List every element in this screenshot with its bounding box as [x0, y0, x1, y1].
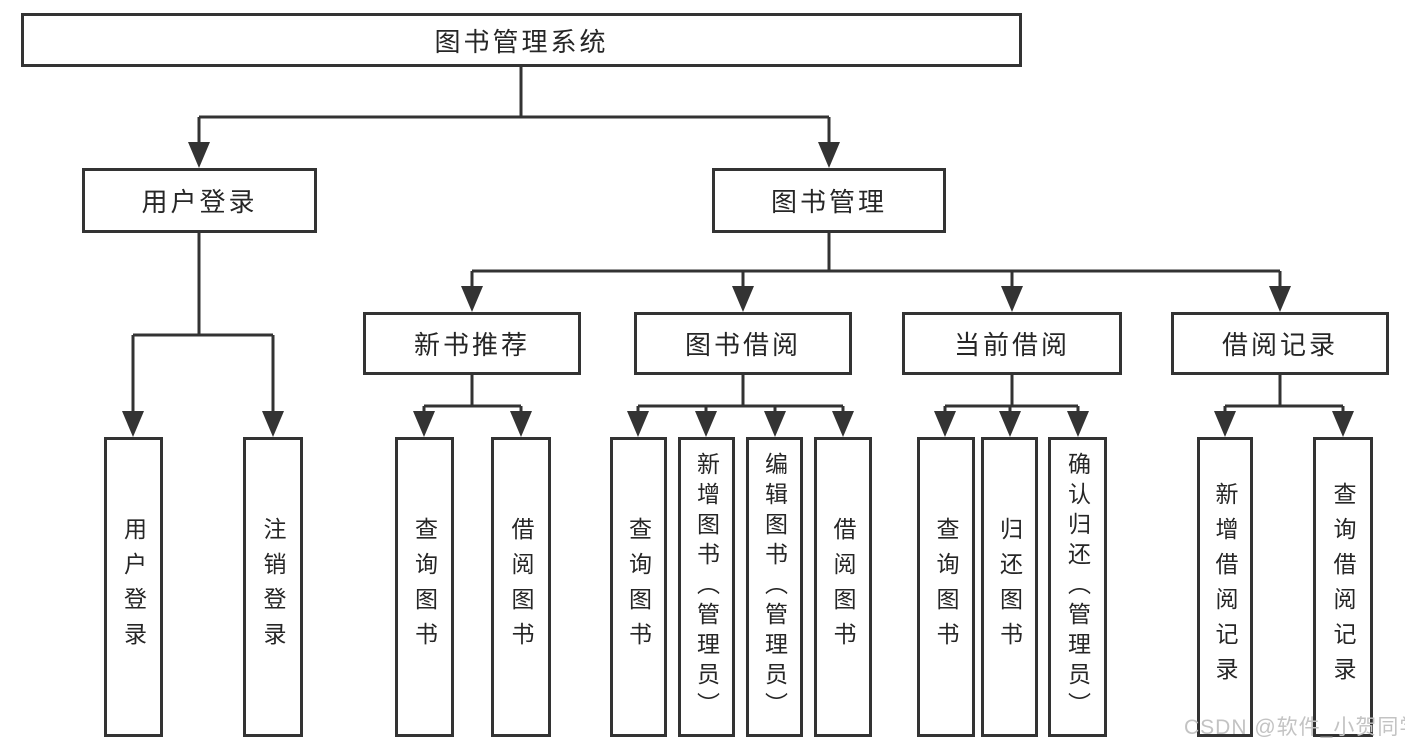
- leaf-add-borrow-record: 新增借阅记录: [1197, 437, 1253, 737]
- leaf-confirm-return-admin: 确认归还（管理员）: [1048, 437, 1107, 737]
- node-user-login: 用户登录: [82, 168, 317, 233]
- arrowhead-icons: [122, 142, 1354, 437]
- leaf-query-borrow-record: 查询借阅记录: [1313, 437, 1373, 737]
- node-current-borrowing: 当前借阅: [902, 312, 1122, 375]
- leaf-user-login: 用户登录: [104, 437, 163, 737]
- leaf-add-books-admin: 新增图书（管理员）: [678, 437, 735, 737]
- leaf-borrow-books-borrowing: 借阅图书: [814, 437, 872, 737]
- node-book-management: 图书管理: [712, 168, 946, 233]
- leaf-logout: 注销登录: [243, 437, 303, 737]
- node-borrowing-records: 借阅记录: [1171, 312, 1389, 375]
- leaf-query-books-current: 查询图书: [917, 437, 975, 737]
- node-root-system: 图书管理系统: [21, 13, 1022, 67]
- node-book-borrowing: 图书借阅: [634, 312, 852, 375]
- node-new-book-recommendation: 新书推荐: [363, 312, 581, 375]
- csdn-watermark: CSDN @软件_小贺同学: [1184, 716, 1405, 739]
- leaf-edit-books-admin: 编辑图书（管理员）: [746, 437, 803, 737]
- leaf-query-books-borrowing: 查询图书: [610, 437, 667, 737]
- leaf-query-books-recommend: 查询图书: [395, 437, 454, 737]
- leaf-return-books: 归还图书: [981, 437, 1038, 737]
- leaf-borrow-books-recommend: 借阅图书: [491, 437, 551, 737]
